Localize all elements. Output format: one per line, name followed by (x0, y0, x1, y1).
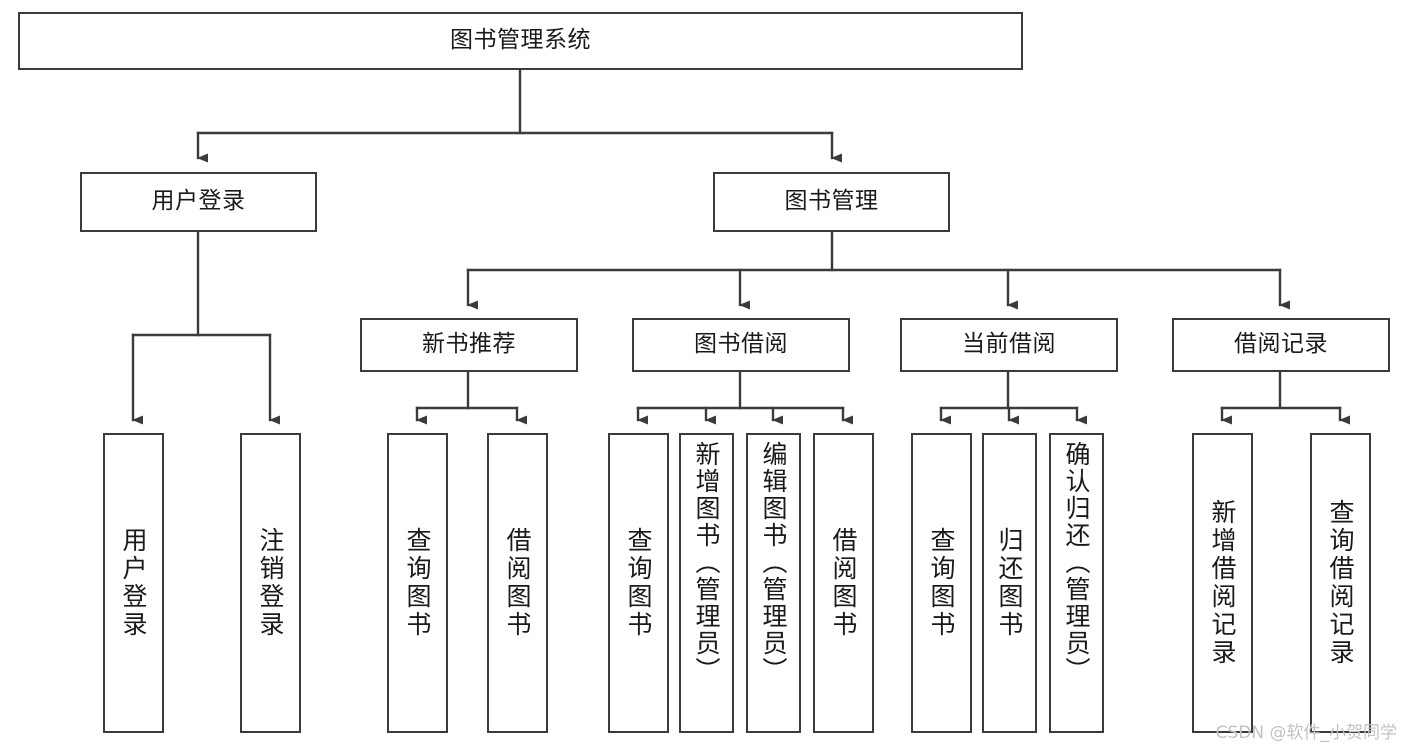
leaf-current-confirm-return-admin[interactable]: 确认归还（管理员） (1049, 433, 1104, 733)
leaf-current-return-book[interactable]: 归还图书 (982, 433, 1037, 733)
node-label: 图书借阅 (694, 331, 788, 358)
node-label: 用户登录 (119, 527, 148, 639)
leaf-borrow-query-book[interactable]: 查询图书 (608, 433, 669, 733)
node-label: 新书推荐 (422, 331, 516, 358)
node-label: 查询图书 (927, 527, 956, 639)
leaf-record-add-record[interactable]: 新增借阅记录 (1192, 433, 1253, 733)
node-label: 借阅图书 (829, 527, 858, 639)
node-label: 编辑图书（管理员） (759, 441, 788, 684)
node-book-management[interactable]: 图书管理 (713, 172, 950, 232)
leaf-user-login-login[interactable]: 用户登录 (103, 433, 164, 733)
node-borrow-record[interactable]: 借阅记录 (1172, 318, 1390, 372)
leaf-current-query-book[interactable]: 查询图书 (911, 433, 972, 733)
node-label: 新增借阅记录 (1208, 499, 1237, 667)
node-current-borrow[interactable]: 当前借阅 (900, 318, 1118, 372)
leaf-user-login-logout[interactable]: 注销登录 (240, 433, 301, 733)
leaf-borrow-add-book-admin[interactable]: 新增图书（管理员） (679, 433, 734, 733)
node-user-login[interactable]: 用户登录 (80, 172, 317, 232)
node-label: 归还图书 (995, 527, 1024, 639)
leaf-new-book-borrow[interactable]: 借阅图书 (487, 433, 548, 733)
node-label: 图书管理系统 (450, 27, 591, 54)
node-label: 查询图书 (624, 527, 653, 639)
node-label: 借阅记录 (1234, 331, 1328, 358)
node-label: 确认归还（管理员） (1062, 441, 1091, 684)
node-label: 图书管理 (784, 188, 879, 215)
csdn-watermark: CSDN @软件_小贺同学 (1215, 723, 1397, 743)
node-label: 用户登录 (151, 188, 246, 215)
node-new-book-recommend[interactable]: 新书推荐 (360, 318, 578, 372)
node-label: 查询图书 (403, 527, 432, 639)
leaf-record-query-record[interactable]: 查询借阅记录 (1310, 433, 1371, 733)
node-label: 注销登录 (256, 527, 285, 639)
node-book-borrow[interactable]: 图书借阅 (632, 318, 850, 372)
node-label: 新增图书（管理员） (692, 441, 721, 684)
node-label: 查询借阅记录 (1326, 499, 1355, 667)
node-label: 借阅图书 (503, 527, 532, 639)
node-root-book-management-system[interactable]: 图书管理系统 (18, 12, 1023, 70)
leaf-borrow-borrow-book[interactable]: 借阅图书 (813, 433, 874, 733)
leaf-borrow-edit-book-admin[interactable]: 编辑图书（管理员） (746, 433, 801, 733)
node-label: 当前借阅 (962, 331, 1056, 358)
leaf-new-book-query[interactable]: 查询图书 (387, 433, 448, 733)
